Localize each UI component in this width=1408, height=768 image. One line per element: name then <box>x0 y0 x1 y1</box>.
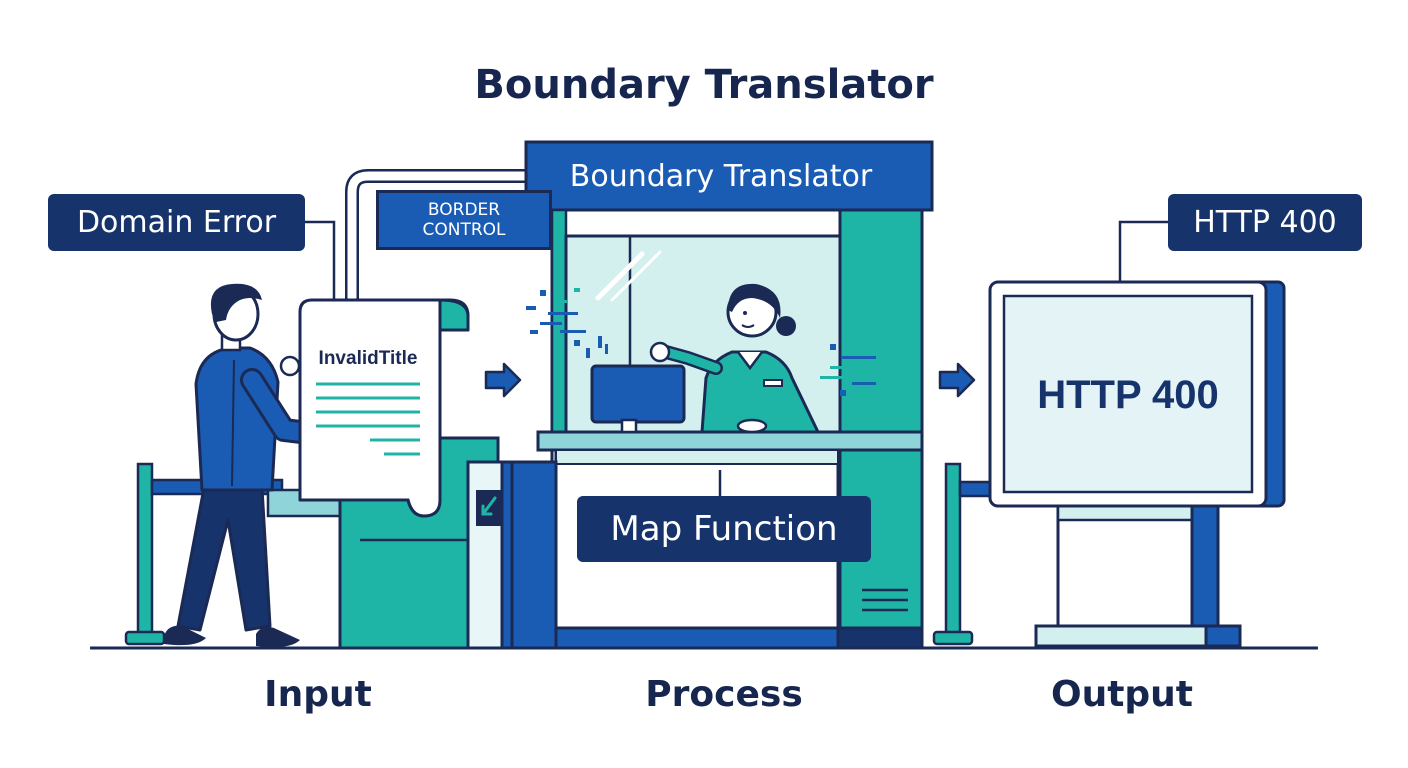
arrow-process-to-output-icon <box>938 362 976 398</box>
output-display: HTTP 400 <box>988 280 1286 648</box>
booth-operator <box>649 283 820 434</box>
caption-process: Process <box>645 674 803 715</box>
caption-input: Input <box>264 674 372 715</box>
domain-error-tag: Domain Error <box>48 194 305 251</box>
http-screen-text: HTTP 400 <box>1037 373 1219 417</box>
arrow-input-to-process-icon <box>484 362 522 398</box>
booth-sign: Boundary Translator <box>530 146 912 206</box>
page-title: Boundary Translator <box>474 62 934 108</box>
caption-output: Output <box>1050 674 1194 715</box>
outgoing-data-glitch <box>820 344 876 396</box>
booth-monitor <box>590 364 686 434</box>
http-tag: HTTP 400 <box>1168 194 1362 251</box>
invalid-title-scroll: InvalidTitle <box>298 298 470 518</box>
invalid-title-text: InvalidTitle <box>319 348 418 369</box>
map-function-tag: Map Function <box>577 496 871 562</box>
http-tag-leader <box>1118 220 1168 282</box>
domain-error-leader <box>305 220 336 302</box>
right-stanchion <box>932 462 996 646</box>
border-control-sign: BORDER CONTROL <box>376 190 552 250</box>
incoming-data-glitch <box>526 288 608 358</box>
